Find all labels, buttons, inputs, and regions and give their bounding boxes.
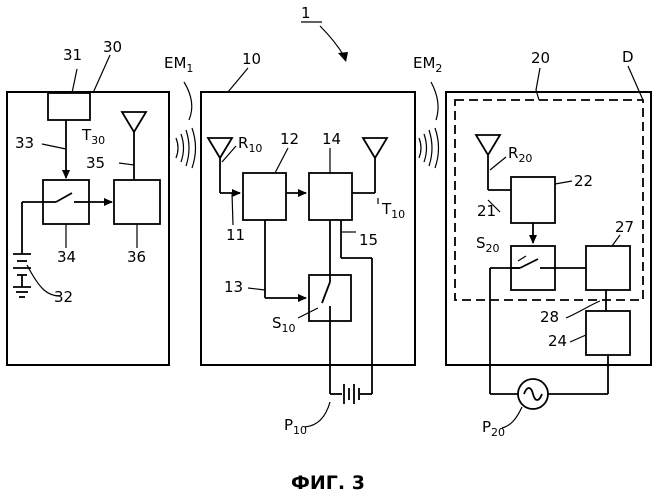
block-12 (243, 173, 286, 220)
label-28: 28 (540, 308, 559, 326)
label-36: 36 (127, 248, 146, 266)
block-22 (511, 177, 555, 223)
label-s20: S20 (476, 234, 500, 255)
label-p10: P10 (284, 416, 307, 437)
block-31 (48, 93, 90, 120)
label-p20: P20 (482, 418, 505, 439)
system-ref-arrow (301, 22, 348, 62)
label-24: 24 (548, 332, 567, 350)
figure-caption: ФИГ. 3 (291, 472, 365, 494)
label-32: 32 (54, 288, 73, 306)
label-11: 11 (226, 226, 245, 244)
label-14: 14 (322, 130, 341, 148)
label-21: 21 (477, 202, 496, 220)
label-d: D (622, 48, 634, 66)
label-30: 30 (103, 38, 122, 56)
label-35: 35 (86, 154, 105, 172)
label-em1: EM1 (164, 54, 193, 75)
antenna-t10-icon (363, 138, 387, 158)
label-t10: T10 (381, 200, 405, 221)
antenna-r20-icon (476, 135, 500, 155)
device-30 (7, 55, 169, 365)
label-20: 20 (531, 49, 550, 67)
antenna-t30-icon (122, 112, 146, 132)
label-em2: EM2 (413, 54, 442, 75)
block-14 (309, 173, 352, 220)
label-r20: R20 (508, 144, 532, 165)
block-24 (586, 311, 630, 355)
label-12: 12 (280, 130, 299, 148)
label-22: 22 (574, 172, 593, 190)
label-33: 33 (15, 134, 34, 152)
label-t30: T30 (81, 126, 105, 147)
label-r10: R10 (238, 134, 262, 155)
em2-waves-icon (419, 82, 439, 168)
label-1: 1 (301, 4, 311, 22)
label-s10: S10 (272, 314, 296, 335)
device-10 (201, 68, 415, 427)
label-31: 31 (63, 46, 82, 64)
label-15: 15 (359, 231, 378, 249)
label-27: 27 (615, 218, 634, 236)
block-36 (114, 180, 160, 224)
label-34: 34 (57, 248, 76, 266)
em1-waves-icon (176, 82, 196, 168)
label-13: 13 (224, 278, 243, 296)
label-10: 10 (242, 50, 261, 68)
block-27 (586, 246, 630, 290)
